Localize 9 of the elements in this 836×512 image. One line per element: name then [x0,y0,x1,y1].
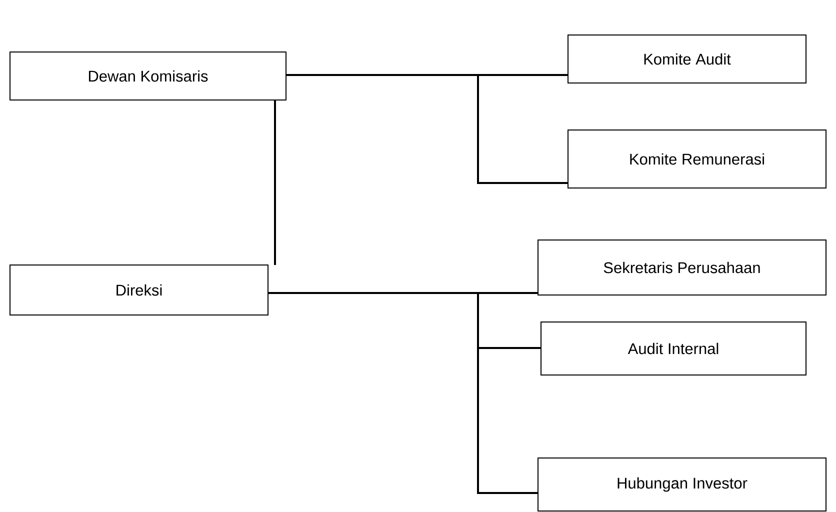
org-box: Komite Remunerasi [568,130,826,188]
org-box: Komite Audit [568,34,806,84]
org-box: Audit Internal [540,322,806,376]
org-box: Hubungan Investor [538,458,826,512]
connector-line [274,100,276,265]
org-box: Dewan Komisaris [10,52,286,100]
org-box: Direksi [10,264,268,316]
connector-line [286,74,568,184]
org-box: Sekretaris Perusahaan [538,240,826,296]
